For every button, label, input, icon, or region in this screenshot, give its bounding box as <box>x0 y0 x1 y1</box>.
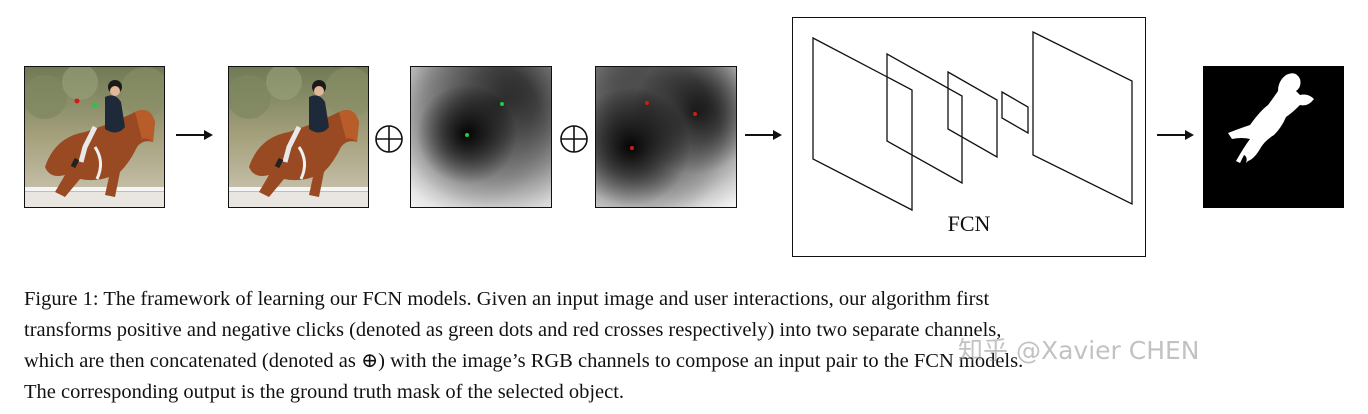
horse-jumping-photo <box>229 67 368 207</box>
horse-jumping-photo <box>25 67 164 207</box>
watermark: 知乎 @Xavier CHEN <box>958 336 1200 365</box>
fcn-network-diagram: FCN <box>792 17 1146 257</box>
caption-line: transforms positive and negative clicks … <box>24 319 1002 341</box>
fcn-layers <box>812 30 1133 212</box>
positive-click-distance-map <box>410 66 552 208</box>
figure-caption: Figure 1: The framework of learning our … <box>24 284 1344 408</box>
oplus-icon <box>558 123 590 160</box>
negative-click-distance-map <box>595 66 737 208</box>
positive-click-dot <box>500 102 504 106</box>
caption-line: which are then concatenated (denoted as … <box>24 350 1024 372</box>
negative-click-dot <box>645 101 649 105</box>
caption-line: Figure 1: The framework of learning our … <box>24 288 990 310</box>
fcn-layer <box>886 52 963 185</box>
segmentation-mask <box>1204 67 1343 207</box>
fcn-layer <box>812 36 913 212</box>
fcn-layer <box>1001 90 1029 135</box>
arrow-right-icon <box>1157 128 1195 142</box>
negative-click-dot <box>630 146 634 150</box>
output-mask-panel <box>1203 66 1344 208</box>
arrow-right-icon <box>176 128 214 142</box>
arrow-right-icon <box>745 128 783 142</box>
input-image-panel <box>24 66 165 208</box>
oplus-icon <box>373 123 405 160</box>
fcn-label: FCN <box>947 211 991 236</box>
input-image-with-clicks-panel <box>228 66 369 208</box>
fcn-layer <box>947 70 998 159</box>
positive-click-dot <box>465 133 469 137</box>
negative-click-dot <box>693 112 697 116</box>
caption-line: The corresponding output is the ground t… <box>24 381 625 403</box>
fcn-layer <box>1032 30 1133 206</box>
